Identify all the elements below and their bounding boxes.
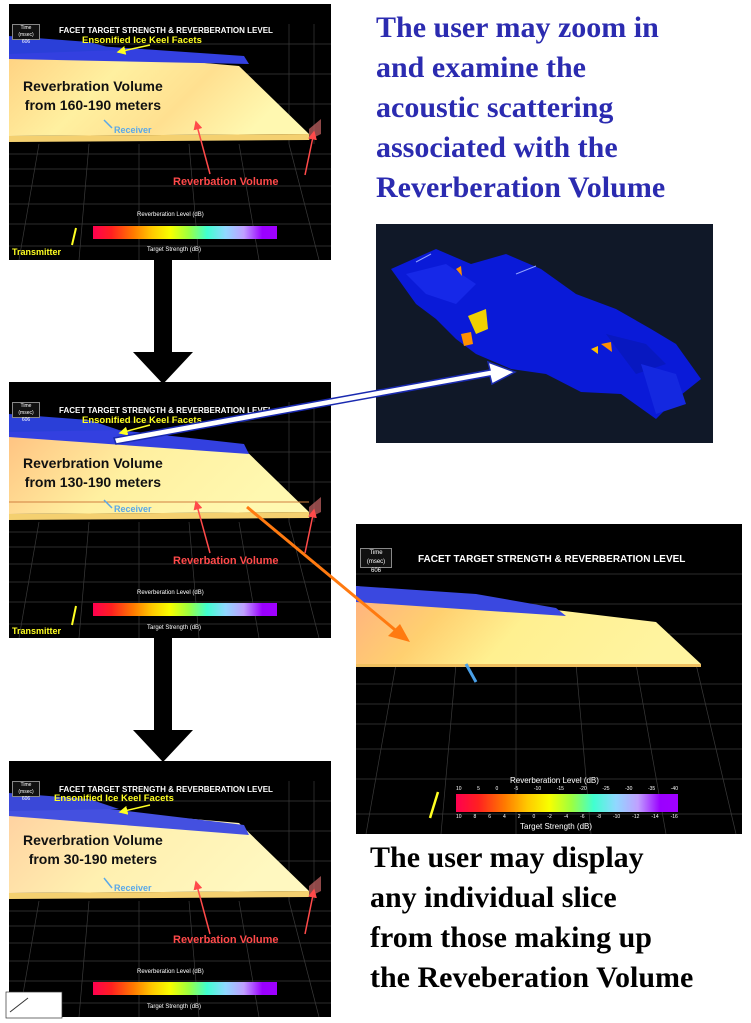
time-value: 606	[370, 568, 381, 574]
volume-line-1: Reverbration Volume	[23, 832, 163, 848]
tick: -14	[651, 814, 659, 820]
volume-line-2: from 30-190 meters	[28, 851, 158, 867]
panel-title: FACET TARGET STRENGTH & REVERBERATION LE…	[59, 26, 273, 35]
tick: 5	[477, 786, 480, 792]
scene-graphic	[9, 24, 331, 260]
zoom-note-line: The user may zoom in	[376, 11, 659, 44]
panel-title: FACET TARGET STRENGTH & REVERBERATION LE…	[59, 785, 273, 794]
tick: -16	[670, 814, 678, 820]
time-label: Time (msec)	[18, 782, 34, 795]
transmitter-label: Transmitter	[12, 247, 62, 257]
tick: -6	[580, 814, 585, 820]
time-readout: Time (msec) 606	[12, 781, 40, 802]
transmitter-label: Transmitter	[12, 1005, 62, 1015]
slice-note-line: The user may display	[370, 841, 644, 874]
colorbar-top-label: Reverberation Level (dB)	[137, 212, 204, 218]
tick: -4	[563, 814, 569, 820]
simulation-panel-3: FACET TARGET STRENGTH & REVERBERATION LE…	[9, 761, 331, 1017]
tick: 2	[517, 814, 521, 820]
time-value: 606	[21, 417, 31, 423]
slice-panel: FACET TARGET STRENGTH & REVERBERATION LE…	[356, 524, 742, 834]
colorbar-bottom-label: Target Strength (dB)	[147, 625, 202, 631]
colorbar	[93, 603, 277, 616]
tick: -20	[579, 786, 587, 792]
tick: -8	[596, 814, 601, 820]
time-value: 606	[21, 39, 31, 45]
tick: -10	[533, 786, 542, 792]
time-label: Time (msec)	[366, 550, 386, 565]
tick: 10	[456, 786, 462, 792]
tick: -12	[632, 814, 640, 820]
transmitter-label: Transmitter	[12, 626, 62, 636]
time-label: Time (msec)	[18, 25, 34, 38]
reverb-volume-label: Reverbation Volume	[173, 176, 279, 188]
tick: 4	[503, 814, 506, 820]
volume-label: Reverbration Volume from 130-190 meters	[23, 454, 163, 492]
tick: 10	[456, 814, 462, 820]
colorbar-top-label: Reverberation Level (dB)	[137, 969, 204, 975]
reverb-volume-label: Reverbation Volume	[173, 555, 279, 567]
tick: -40	[670, 786, 678, 792]
time-readout: Time (msec) 606	[12, 402, 40, 423]
tick: -15	[556, 786, 564, 792]
slice-note: The user may display any individual slic…	[370, 838, 693, 998]
colorbar-bottom-ticks: 10 8 6 4 2 0 -2 -4 -6 -8 -10 -12 -14 -16	[456, 814, 678, 820]
colorbar-bottom-label: Target Strength (dB)	[147, 247, 202, 253]
receiver-label: Receiver	[114, 883, 152, 893]
tick: -2	[547, 814, 552, 820]
receiver-label: Receiver	[114, 125, 152, 135]
tick: 0	[532, 814, 536, 820]
tick: 8	[473, 814, 477, 820]
volume-line-2: from 160-190 meters	[24, 97, 161, 113]
arrow-down-2	[133, 638, 193, 762]
slice-graphic	[356, 573, 742, 834]
zoom-note-line: associated with the	[376, 131, 618, 164]
tick: 6	[488, 814, 492, 820]
receiver-label: Receiver	[114, 504, 152, 514]
zoomed-facets-view	[376, 224, 713, 443]
time-readout: Time (msec) 606	[12, 24, 40, 45]
colorbar-top-label: Reverberation Level (dB)	[510, 776, 599, 785]
slice-note-line: any individual slice	[370, 881, 617, 914]
colorbar-bottom-label: Target Strength (dB)	[147, 1004, 202, 1010]
colorbar-top-label: Reverberation Level (dB)	[137, 590, 204, 596]
tick: -25	[602, 786, 610, 792]
colorbar-top-ticks: 10 5 0 -5 -10 -15 -20 -25 -30 -35 -40	[456, 786, 678, 792]
panel-title: FACET TARGET STRENGTH & REVERBERATION LE…	[418, 554, 686, 565]
zoom-note: The user may zoom in and examine the aco…	[376, 8, 665, 208]
scene-graphic	[9, 781, 331, 1017]
time-readout: Time (msec) 606	[360, 548, 392, 574]
colorbar	[456, 794, 678, 812]
volume-line-1: Reverbration Volume	[23, 455, 163, 471]
slice-note-line: from those making up	[370, 921, 652, 954]
zoom-note-line: and examine the	[376, 51, 586, 84]
ensonified-label: Ensonified Ice Keel Facets	[82, 415, 202, 426]
volume-label: Reverbration Volume from 30-190 meters	[23, 831, 163, 869]
simulation-panel-2: FACET TARGET STRENGTH & REVERBERATION LE…	[9, 382, 331, 638]
colorbar	[93, 982, 277, 995]
time-label: Time (msec)	[18, 403, 34, 416]
tick: 0	[495, 786, 499, 792]
ensonified-label: Ensonified Ice Keel Facets	[82, 35, 202, 46]
zoom-note-line: acoustic scattering	[376, 91, 614, 124]
colorbar-bottom-label: Target Strength (dB)	[520, 822, 593, 831]
volume-line-2: from 130-190 meters	[24, 474, 161, 490]
reverb-volume-label: Reverbation Volume	[173, 934, 279, 946]
panel-title: FACET TARGET STRENGTH & REVERBERATION LE…	[59, 406, 273, 415]
colorbar	[93, 226, 277, 239]
tick: -10	[612, 814, 621, 820]
volume-line-1: Reverbration Volume	[23, 78, 163, 94]
tick: -5	[513, 786, 519, 792]
facets-graphic	[391, 249, 701, 419]
simulation-panel-1: FACET TARGET STRENGTH & REVERBERATION LE…	[9, 4, 331, 260]
slice-note-line: the Reveberation Volume	[370, 961, 694, 994]
zoom-note-line: Reverberation Volume	[376, 171, 666, 204]
ensonified-label: Ensonified Ice Keel Facets	[54, 793, 174, 804]
tick: -35	[647, 786, 656, 792]
time-value: 606	[21, 796, 31, 802]
arrow-down-1	[133, 260, 193, 384]
volume-label: Reverbration Volume from 160-190 meters	[23, 77, 163, 115]
tick: -30	[625, 786, 633, 792]
